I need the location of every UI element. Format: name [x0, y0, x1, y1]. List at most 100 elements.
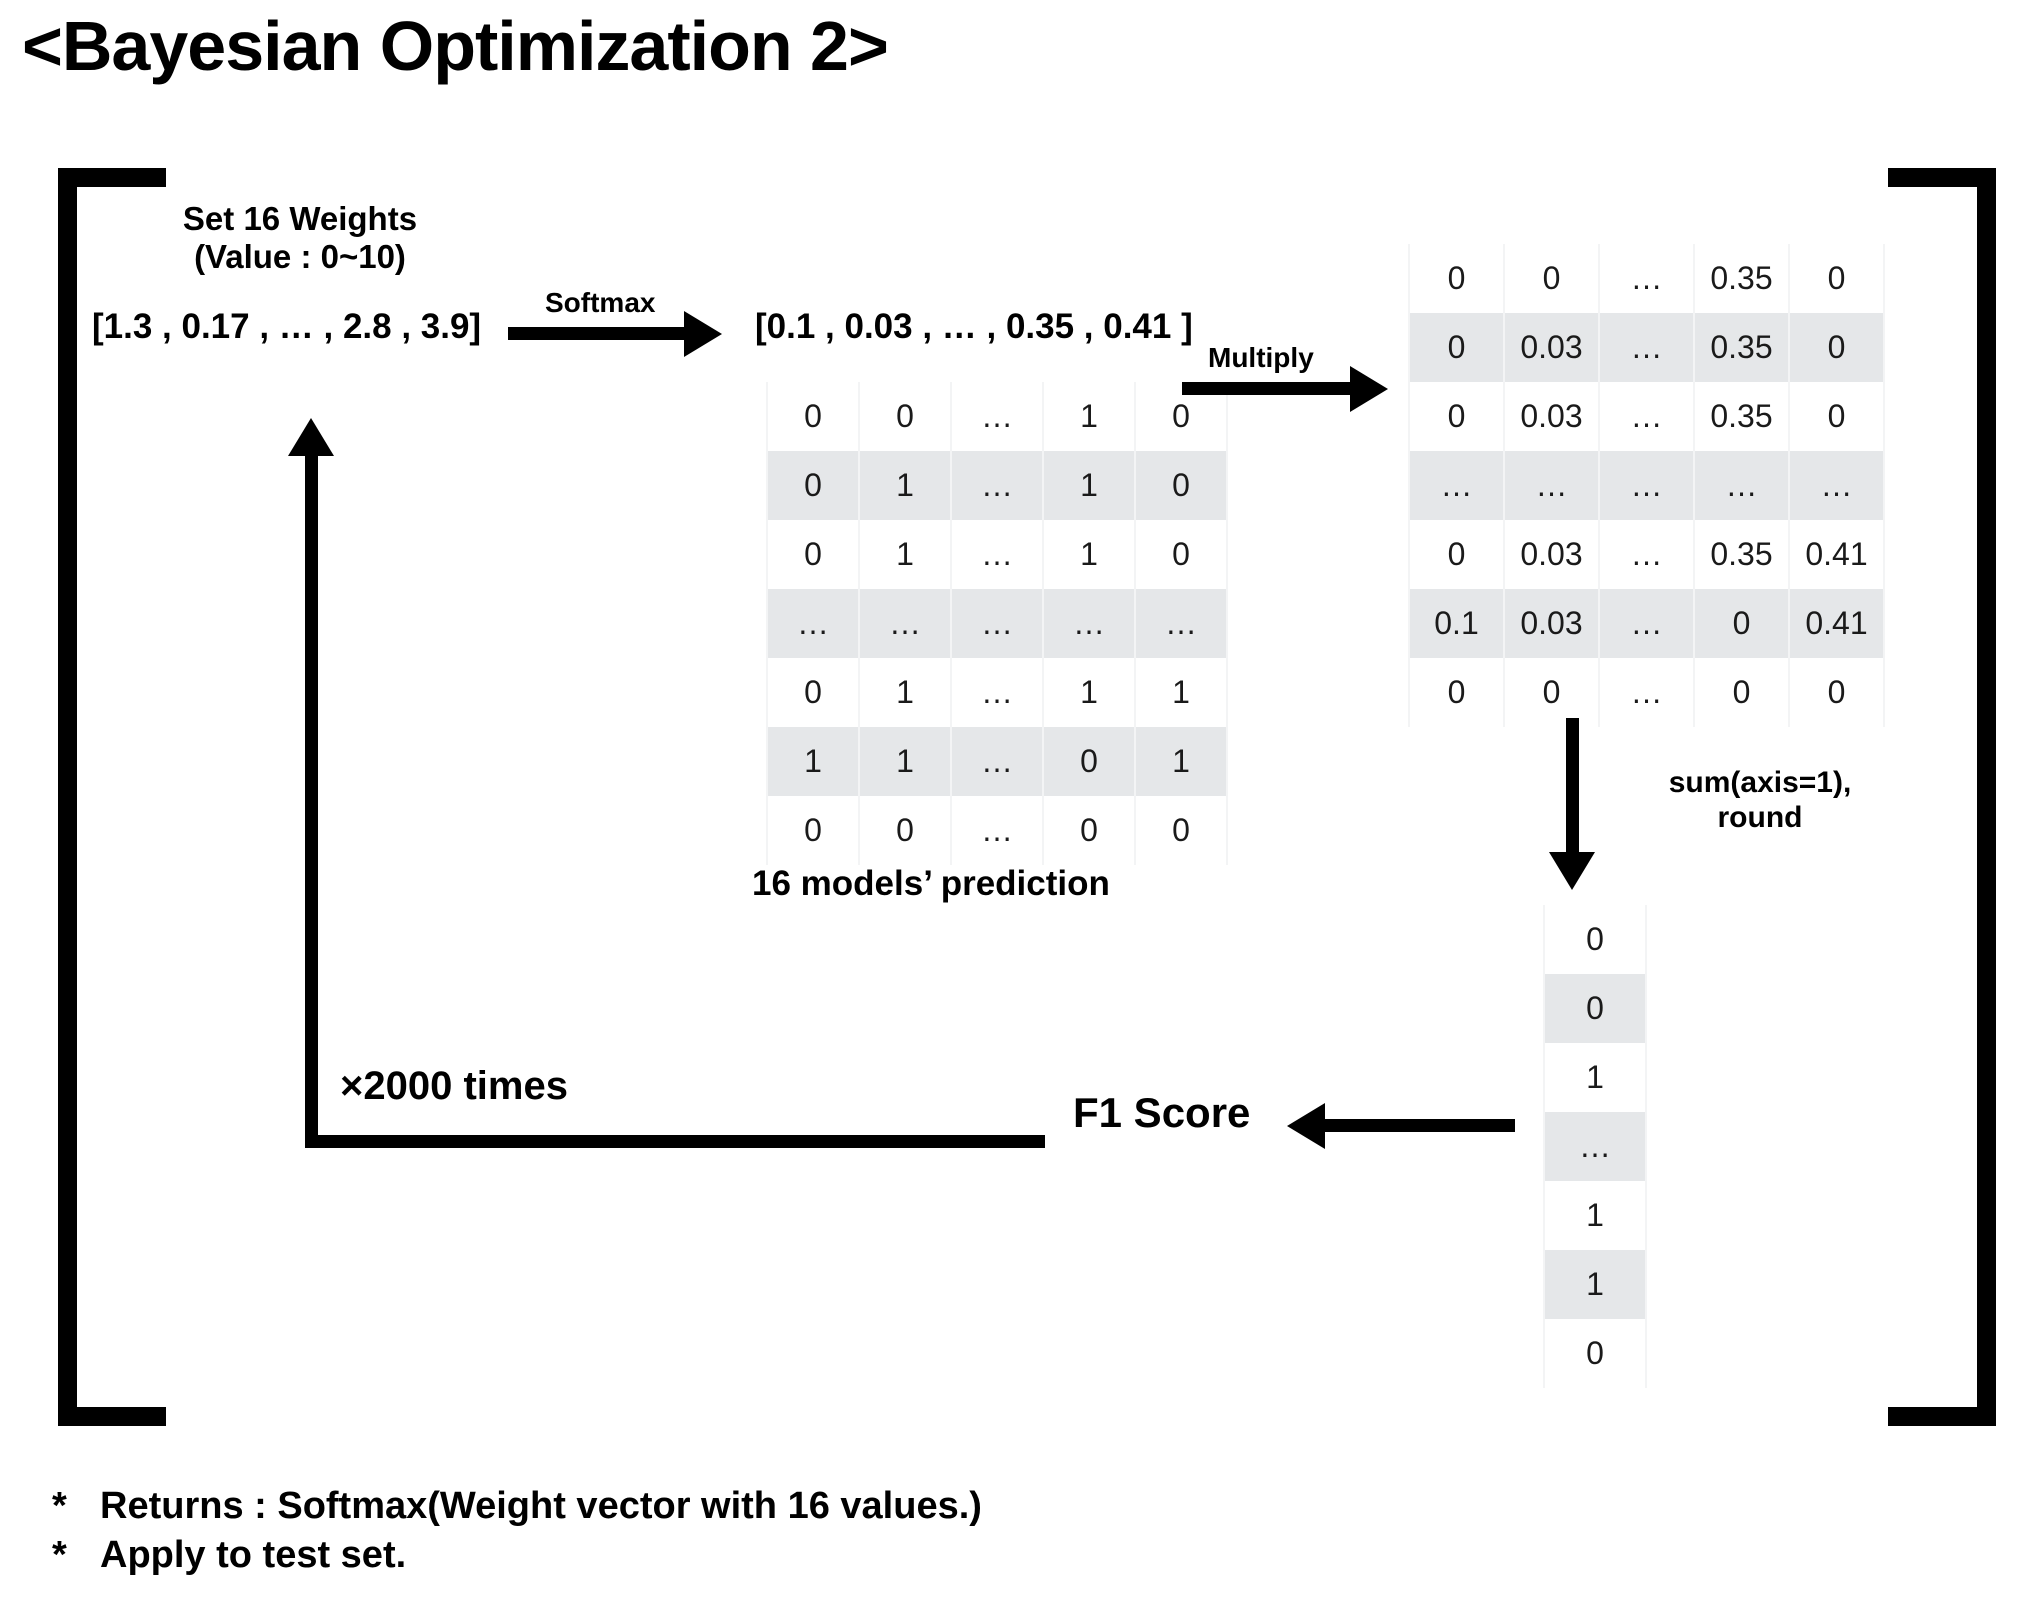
right-bracket — [1888, 168, 1996, 1426]
matrix-row: 1 — [1543, 1181, 1647, 1250]
matrix-cell: … — [950, 520, 1044, 589]
matrix-cell: 0.35 — [1693, 382, 1790, 451]
matrix-cell: 1 — [858, 727, 952, 796]
matrix-cell: 1 — [1042, 451, 1136, 520]
matrix-cell: 1 — [766, 727, 860, 796]
matrix-cell: 0 — [1042, 796, 1136, 865]
matrix-cell: 1 — [1042, 658, 1136, 727]
footnotes: * Returns : Softmax(Weight vector with 16… — [52, 1482, 982, 1581]
loop-count-label: ×2000 times — [340, 1064, 568, 1108]
matrix-cell: 0 — [766, 796, 860, 865]
f1-score-label: F1 Score — [1073, 1089, 1251, 1136]
footnote-text: Apply to test set. — [100, 1534, 407, 1577]
matrix-cell: 0 — [1788, 313, 1885, 382]
matrix-cell: … — [1693, 451, 1790, 520]
matrix-cell: … — [1042, 589, 1136, 658]
matrix-row: 0 — [1543, 1319, 1647, 1388]
matrix-cell: 1 — [1042, 382, 1136, 451]
matrix-cell: … — [950, 451, 1044, 520]
matrix-cell: 0 — [1788, 658, 1885, 727]
matrix-cell: 1 — [1543, 1250, 1647, 1319]
matrix-cell: 0 — [1042, 727, 1136, 796]
matrix-cell: 0 — [1693, 589, 1790, 658]
matrix-cell: … — [1598, 520, 1695, 589]
page-title: <Bayesian Optimization 2> — [22, 7, 889, 85]
matrix-cell: 0 — [1693, 658, 1790, 727]
matrix-row: …………… — [1408, 451, 1885, 520]
matrix-cell: 0.41 — [1788, 589, 1885, 658]
multiply-label: Multiply — [1208, 342, 1314, 373]
matrix-cell: 0.1 — [1408, 589, 1505, 658]
matrix-cell: 0 — [1408, 244, 1505, 313]
footnote-text: Returns : Softmax(Weight vector with 16 … — [100, 1485, 982, 1527]
matrix-cell: 1 — [1543, 1043, 1647, 1112]
matrix-cell: 0 — [1408, 658, 1505, 727]
matrix-cell: 0 — [1503, 244, 1600, 313]
matrix-cell: 0 — [1503, 658, 1600, 727]
matrix-cell: 0.03 — [1503, 313, 1600, 382]
matrix-cell: … — [1598, 382, 1695, 451]
matrix-cell: 0.03 — [1503, 520, 1600, 589]
matrix-cell: … — [858, 589, 952, 658]
matrix-cell: 1 — [858, 658, 952, 727]
sum-round-label: sum(axis=1), round — [1668, 766, 1852, 834]
matrix-cell: 0.41 — [1788, 520, 1885, 589]
matrix-cell: 0.35 — [1693, 520, 1790, 589]
left-bracket — [58, 168, 166, 1426]
matrix-cell: 0 — [1134, 796, 1228, 865]
matrix-row: 1 — [1543, 1043, 1647, 1112]
softmax-vector-value: [0.1 , 0.03 , … , 0.35 , 0.41 ] — [755, 307, 1193, 346]
matrix-cell: 1 — [858, 451, 952, 520]
matrix-cell: 0 — [1543, 1319, 1647, 1388]
matrix-cell: 0 — [1408, 520, 1505, 589]
matrix-cell: … — [950, 727, 1044, 796]
bullet-star-icon: * — [52, 1534, 67, 1577]
matrix-cell: … — [766, 589, 860, 658]
matrix-cell: 0.03 — [1503, 589, 1600, 658]
matrix-cell: 0 — [1408, 382, 1505, 451]
footnote-item: *Returns : Softmax(Weight vector with 16… — [52, 1482, 982, 1531]
matrix-cell: 1 — [1134, 727, 1228, 796]
matrix-cell: … — [950, 382, 1044, 451]
matrix-cell: 0.35 — [1693, 313, 1790, 382]
matrix-row: … — [1543, 1112, 1647, 1181]
matrix-cell: … — [1598, 589, 1695, 658]
footnote-item: * Apply to test set. — [52, 1531, 982, 1580]
matrix-cell: … — [1598, 658, 1695, 727]
matrix-cell: 1 — [1042, 520, 1136, 589]
matrix-cell: 0 — [766, 520, 860, 589]
matrix-cell: … — [1134, 589, 1228, 658]
matrix-cell: 0 — [858, 796, 952, 865]
matrix-cell: … — [1598, 244, 1695, 313]
softmax-label: Softmax — [545, 287, 656, 318]
matrix-cell: 0.03 — [1503, 382, 1600, 451]
matrix-cell: 0.35 — [1693, 244, 1790, 313]
matrix-cell: … — [1598, 313, 1695, 382]
matrix-cell: 0 — [1788, 382, 1885, 451]
prediction-matrix-caption: 16 models’ prediction — [752, 864, 1110, 903]
matrix-row: 0 — [1543, 974, 1647, 1043]
set-weights-label: Set 16 Weights (Value : 0~10) — [182, 200, 418, 276]
matrix-cell: 0 — [1134, 382, 1228, 451]
matrix-cell: 1 — [1543, 1181, 1647, 1250]
weight-vector-value: [1.3 , 0.17 , … , 2.8 , 3.9] — [92, 307, 482, 346]
matrix-cell: … — [950, 796, 1044, 865]
matrix-cell: 0 — [1134, 451, 1228, 520]
matrix-cell: 0 — [1134, 520, 1228, 589]
matrix-cell: 0 — [1543, 974, 1647, 1043]
matrix-cell: … — [950, 589, 1044, 658]
matrix-cell: 1 — [1134, 658, 1228, 727]
matrix-cell: 0 — [766, 658, 860, 727]
